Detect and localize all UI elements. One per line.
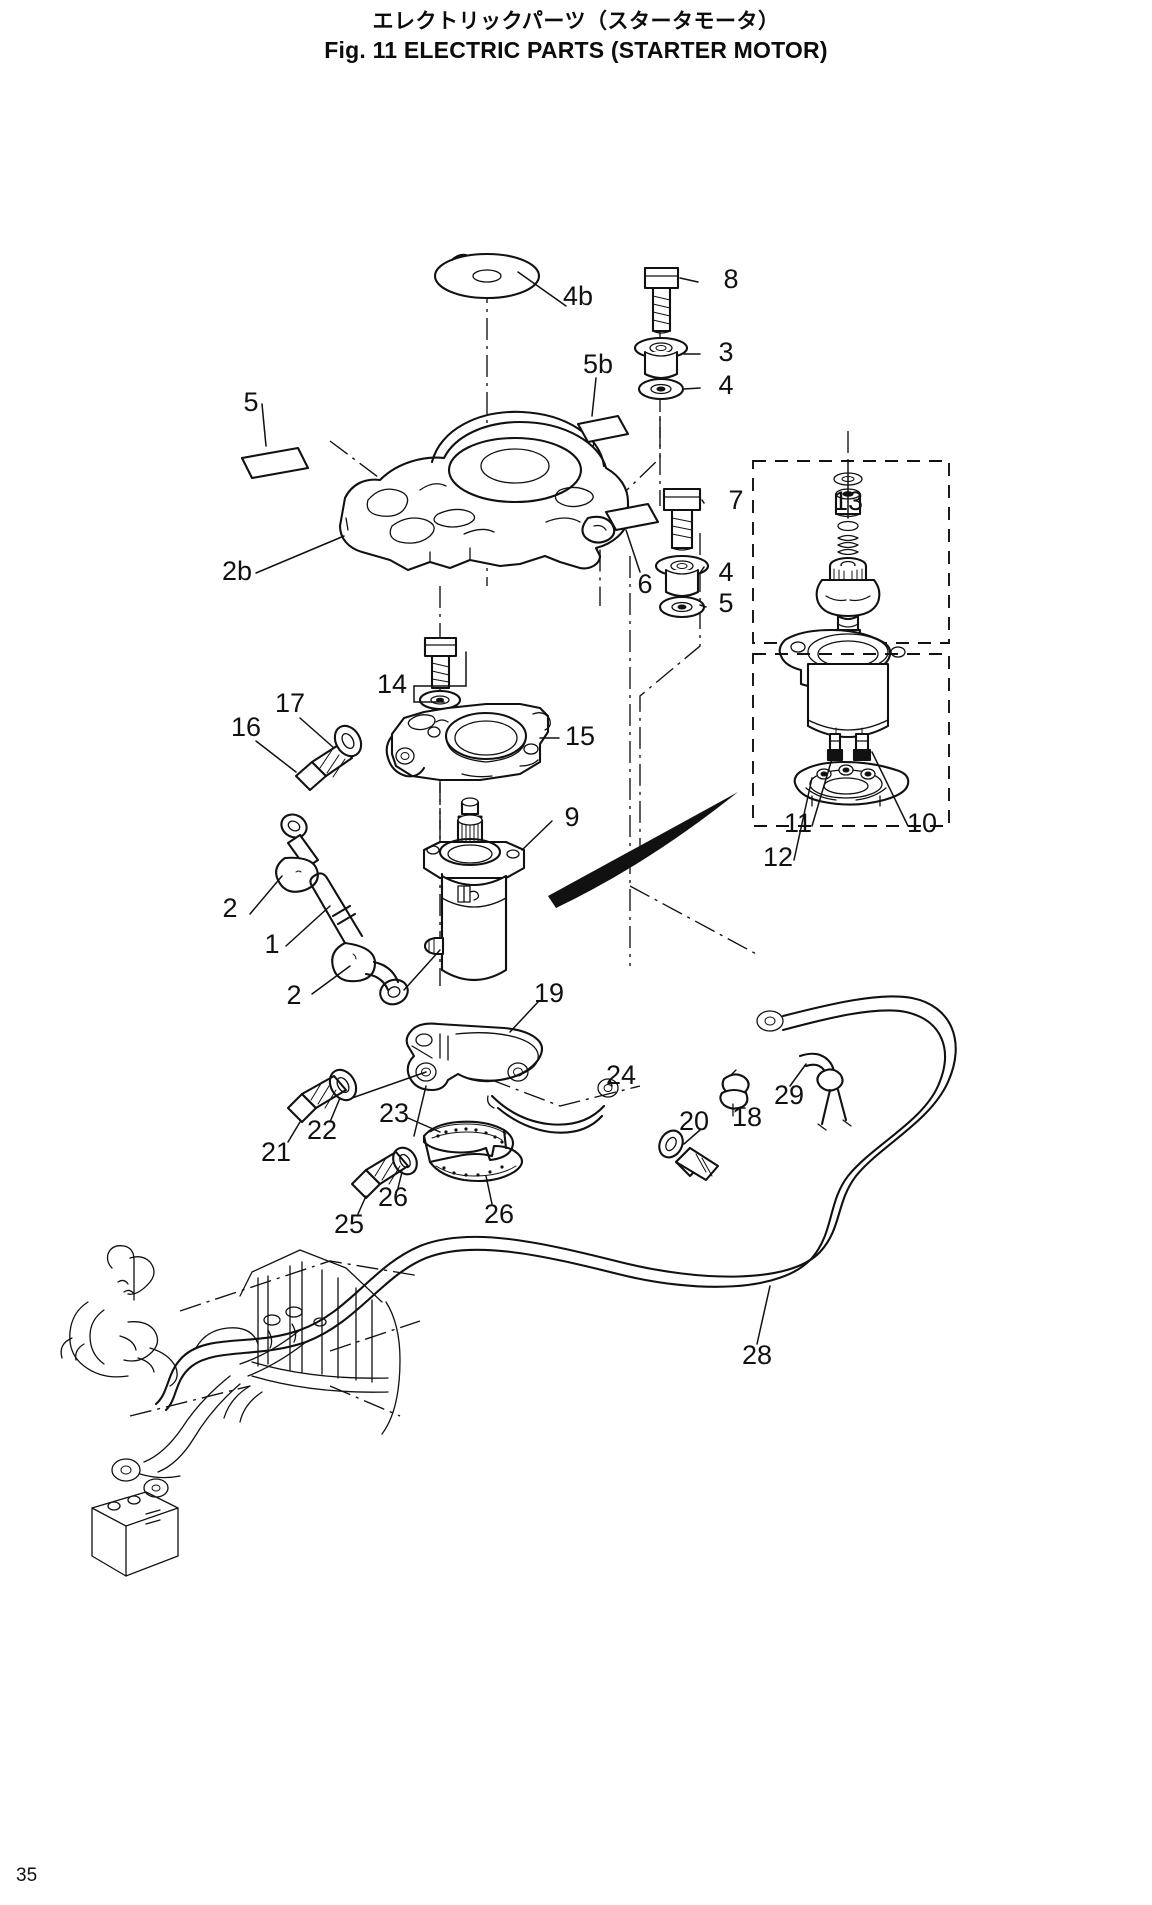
callout-1: 1	[264, 929, 279, 959]
exploded-parts-diagram: 4b 8 3 4 5 5b 2b 7 4 5 6 13 14 15 16 17 …	[0, 86, 1152, 1846]
part-27-ground-lead	[486, 1078, 619, 1134]
section-pointer-wedge	[548, 792, 738, 908]
callout-14: 11	[784, 808, 812, 838]
callout-16: 13	[833, 486, 863, 516]
callout-13: 10	[907, 808, 937, 838]
callout-4b: 4	[718, 557, 733, 587]
part-5-washer-upper	[637, 377, 685, 401]
part-7-label-plate-left	[240, 446, 310, 480]
callout-leader-lines	[249, 271, 909, 1345]
callout-3: 2b	[222, 556, 252, 586]
inset-box-15-brush-assembly	[752, 653, 950, 827]
part-31-wire-lead-connector	[798, 1052, 852, 1131]
callout-5b: 5	[718, 588, 733, 618]
callout-29: 26	[378, 1182, 408, 1212]
callout-22: 19	[534, 978, 564, 1008]
part-29-washer-clamp-lower	[392, 1146, 418, 1176]
page-title-japanese: エレクトリックパーツ（スタータモータ）	[372, 9, 780, 33]
page-number: 35	[16, 1865, 38, 1886]
callout-19: 16	[231, 712, 261, 742]
callout-31: 29	[774, 1080, 804, 1110]
callout-26b: 26	[484, 1199, 514, 1229]
part-26-rubber-bands	[422, 1120, 524, 1183]
part-1-battery-cable	[275, 813, 409, 1006]
callout-11: 8	[723, 264, 738, 294]
callout-15: 12	[763, 842, 793, 872]
callout-8: 5b	[583, 349, 613, 379]
callout-21: 18	[732, 1102, 762, 1132]
part-8-label-plate-upper	[576, 414, 630, 444]
diagram-canvas: 4b 8 3 4 5 5b 2b 7 4 5 6 13 14 15 16 17 …	[60, 252, 957, 1577]
callout-28: 25	[334, 1209, 364, 1239]
part-21-terminal-screw	[719, 1069, 750, 1117]
part-22-starter-motor-clamp	[405, 1022, 544, 1092]
part-9-label-plate-lower	[604, 502, 660, 532]
callout-5: 4	[718, 370, 733, 400]
callout-27: 24	[606, 1060, 636, 1090]
part-17-bolt-and-washer	[418, 636, 462, 711]
callout-2: 2	[222, 893, 237, 923]
part-23-washer-and-bolt-clamp	[658, 1129, 720, 1182]
part-5-washer-lower	[658, 595, 706, 619]
callout-9: 6	[637, 569, 652, 599]
callout-25: 22	[307, 1115, 337, 1145]
callout-30: 28	[742, 1340, 772, 1370]
callout-20: 17	[275, 688, 305, 718]
callout-numbers: 4b 8 3 4 5 5b 2b 7 4 5 6 13 14 15 16 17 …	[222, 264, 937, 1370]
part-30-wire-harness	[154, 995, 957, 1412]
callout-18: 15	[565, 721, 595, 751]
part-25-washer-clamp-upper	[328, 1068, 358, 1102]
part-10-bolt-lower	[662, 487, 702, 551]
callout-2b: 2	[286, 980, 301, 1010]
part-28-bolt-clamp-lower	[350, 1150, 410, 1200]
part-11-bolt-upper	[643, 266, 680, 334]
page-title-block: エレクトリックパーツ（スタータモータ） Fig. 11 ELECTRIC PAR…	[0, 8, 1152, 66]
callout-24: 21	[261, 1137, 291, 1167]
callout-7: 5	[243, 387, 258, 417]
callout-10: 7	[728, 485, 743, 515]
page-title-english: Fig. 11 ELECTRIC PARTS (STARTER MOTOR)	[324, 37, 828, 64]
part-4-rubber-mount-upper	[633, 336, 689, 380]
part-12-starter-motor	[422, 797, 526, 981]
part-20-washer-bracket	[333, 724, 363, 758]
part-24-bolt-clamp-upper	[286, 1074, 348, 1124]
callout-26: 23	[379, 1098, 409, 1128]
callout-6: 4b	[563, 281, 593, 311]
part-18-starter-motor-bracket	[385, 702, 551, 782]
part-6-starter-pulley-disc	[433, 252, 541, 300]
callout-12: 9	[564, 802, 579, 832]
callout-4: 3	[718, 337, 733, 367]
callout-17: 14	[377, 669, 407, 699]
engine-reference-illustration	[60, 1245, 401, 1577]
callout-23: 20	[679, 1106, 709, 1136]
